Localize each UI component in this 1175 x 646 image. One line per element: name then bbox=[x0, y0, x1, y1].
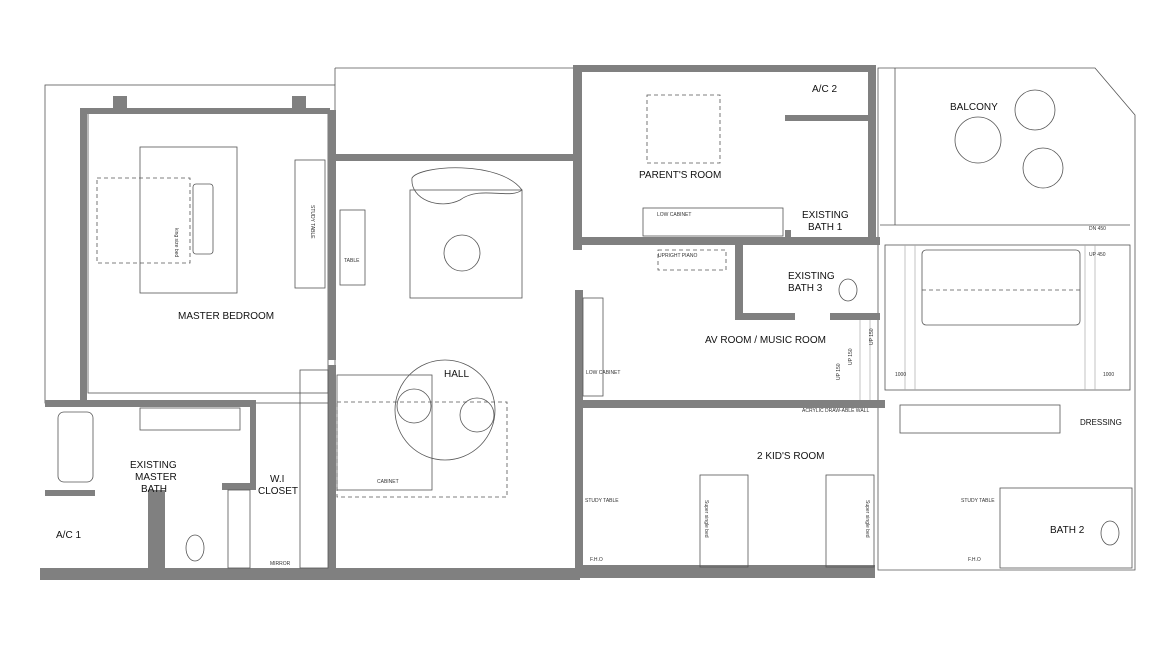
decking bbox=[859, 245, 1096, 400]
curved-sofa bbox=[411, 167, 523, 205]
bath2-area bbox=[999, 487, 1133, 569]
av-low-cabinet bbox=[582, 297, 604, 397]
label-study-table-kids-1: STUDY TABLE bbox=[585, 498, 619, 504]
kids-bed-1 bbox=[699, 474, 749, 568]
round-table bbox=[443, 234, 481, 272]
label-master-bath-line3: BATH bbox=[141, 484, 167, 495]
label-dressing: DRESSING bbox=[1080, 418, 1122, 427]
label-mirror: MIRROR bbox=[270, 561, 291, 567]
label-dim-1: 1000 bbox=[895, 372, 906, 378]
furniture-labels: STUDY TABLE TABLE king size bed LOW CABI… bbox=[173, 205, 995, 567]
label-fho-2: F.H.O bbox=[968, 557, 981, 563]
hall-cabinet bbox=[336, 374, 433, 491]
balcony-table bbox=[954, 116, 1002, 164]
label-wi-closet-line2: CLOSET bbox=[258, 486, 298, 497]
room-labels: MASTER BEDROOM HALL PARENT'S ROOM A/C 2 … bbox=[56, 84, 1122, 541]
label-up450: UP 450 bbox=[1089, 252, 1106, 258]
label-wi-closet-line1: W.I bbox=[270, 474, 284, 485]
level-labels: DN 450 UP 450 UP 150 UP 150 UP 150 1000 … bbox=[836, 226, 1114, 380]
label-dn450: DN 450 bbox=[1089, 226, 1106, 232]
label-dim-2: 1000 bbox=[1103, 372, 1114, 378]
label-bath2: BATH 2 bbox=[1050, 525, 1085, 536]
closet-shelves bbox=[299, 369, 329, 569]
dressing-wardrobe bbox=[899, 404, 1061, 434]
label-super-single-bed-2: Super single bed bbox=[864, 500, 870, 538]
rug bbox=[409, 189, 523, 299]
king-bed bbox=[96, 177, 191, 264]
label-fho-1: F.H.O bbox=[590, 557, 603, 563]
label-bath1-line2: BATH 1 bbox=[808, 222, 843, 233]
label-kids-room: 2 KID'S ROOM bbox=[757, 451, 824, 462]
label-cabinet: CABINET bbox=[377, 479, 399, 485]
label-bath3-line2: BATH 3 bbox=[788, 283, 823, 294]
low-cabinet bbox=[642, 207, 784, 237]
label-super-single-bed-1: Super single bed bbox=[703, 500, 709, 538]
parents-bed bbox=[646, 94, 721, 164]
label-av-low-cabinet: LOW CABINET bbox=[586, 370, 620, 376]
furniture bbox=[57, 89, 1133, 569]
side-table bbox=[339, 209, 366, 286]
upright-piano bbox=[657, 249, 727, 271]
label-master-bath-line2: MASTER bbox=[135, 472, 177, 483]
label-master-bath-line1: EXISTING bbox=[130, 460, 177, 471]
bench bbox=[192, 183, 214, 255]
label-acrylic-wall: ACRYLIC DRAW-ABLE WALL bbox=[802, 408, 869, 414]
label-low-cabinet: LOW CABINET bbox=[657, 212, 691, 218]
label-up150-1: UP 150 bbox=[836, 363, 842, 380]
hall-round-table bbox=[394, 359, 496, 461]
label-parents-room: PARENT'S ROOM bbox=[639, 170, 721, 181]
label-balcony: BALCONY bbox=[950, 102, 998, 113]
study-table bbox=[294, 159, 326, 289]
vanity bbox=[139, 407, 241, 431]
label-table: TABLE bbox=[344, 258, 360, 264]
label-ac2: A/C 2 bbox=[812, 84, 837, 95]
label-king-bed: king size bed bbox=[173, 228, 179, 257]
label-bath3-line1: EXISTING bbox=[788, 271, 835, 282]
label-up150-3: UP 150 bbox=[869, 328, 875, 345]
label-ac1: A/C 1 bbox=[56, 530, 81, 541]
label-master-bedroom: MASTER BEDROOM bbox=[178, 311, 274, 322]
label-av-room: AV ROOM / MUSIC ROOM bbox=[705, 335, 826, 346]
label-study-table: STUDY TABLE bbox=[309, 205, 315, 239]
label-bath1-line1: EXISTING bbox=[802, 210, 849, 221]
walls bbox=[40, 65, 885, 580]
bathtub bbox=[57, 411, 94, 483]
label-hall: HALL bbox=[444, 369, 469, 380]
label-study-table-kids-2: STUDY TABLE bbox=[961, 498, 995, 504]
toilet bbox=[185, 534, 205, 562]
label-upright-piano: UPRIGHT PIANO bbox=[658, 253, 697, 259]
label-up150-2: UP 150 bbox=[848, 348, 854, 365]
kids-bed-2 bbox=[825, 474, 875, 568]
